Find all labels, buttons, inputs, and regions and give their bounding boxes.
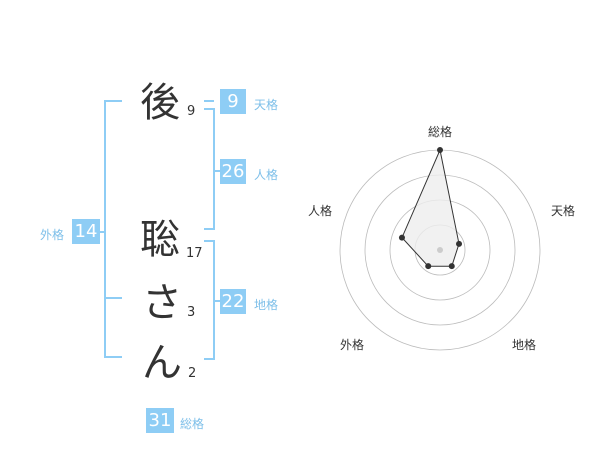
radar-series-area — [401, 148, 460, 267]
radar-point-3 — [448, 263, 455, 270]
tenkaku-label: 天格 — [254, 98, 279, 112]
tenkaku-badge: 9 — [220, 89, 246, 114]
jinkaku-label: 人格 — [254, 168, 279, 182]
radar-point-4 — [425, 263, 432, 270]
stroke-count-2: 17 — [186, 246, 203, 261]
radar-axis-label-jinkaku: 人格 — [308, 204, 333, 218]
jinkaku-connector — [215, 170, 221, 172]
gaikaku-label: 外格 — [40, 228, 65, 242]
radar-axis-label-tenkaku: 天格 — [551, 204, 576, 218]
stroke-count-1: 9 — [187, 104, 196, 119]
radar-center-dot — [437, 247, 443, 253]
chikaku-connector — [215, 300, 221, 302]
stroke-count-4: 2 — [188, 366, 197, 381]
radar-axis-label-gaikaku: 外格 — [340, 338, 365, 352]
tenkaku-connector — [204, 100, 214, 102]
stroke-count-3: 3 — [187, 305, 196, 320]
radar-axis-label-soukaku: 総格 — [428, 125, 453, 139]
gaikaku-bracket — [104, 100, 122, 358]
chikaku-bracket — [204, 240, 215, 360]
name-char-1: 後 — [140, 80, 180, 126]
radar-axis-label-chikaku: 地格 — [512, 338, 537, 352]
chikaku-badge: 22 — [220, 289, 246, 314]
gaikaku-badge: 14 — [72, 219, 100, 244]
gaikaku-bracket-tick — [104, 297, 122, 299]
name-char-4: ん — [142, 340, 182, 386]
radar-point-1 — [437, 147, 443, 153]
soukaku-badge: 31 — [146, 408, 174, 433]
name-char-2: 聡 — [140, 217, 180, 263]
name-char-3: さ — [142, 280, 182, 326]
radar-points — [398, 147, 463, 270]
soukaku-label: 総格 — [180, 417, 205, 431]
jinkaku-badge: 26 — [220, 159, 246, 184]
jinkaku-bracket — [204, 108, 215, 230]
radar-point-2 — [456, 240, 463, 247]
chikaku-label: 地格 — [254, 298, 279, 312]
radar-point-5 — [398, 234, 405, 241]
